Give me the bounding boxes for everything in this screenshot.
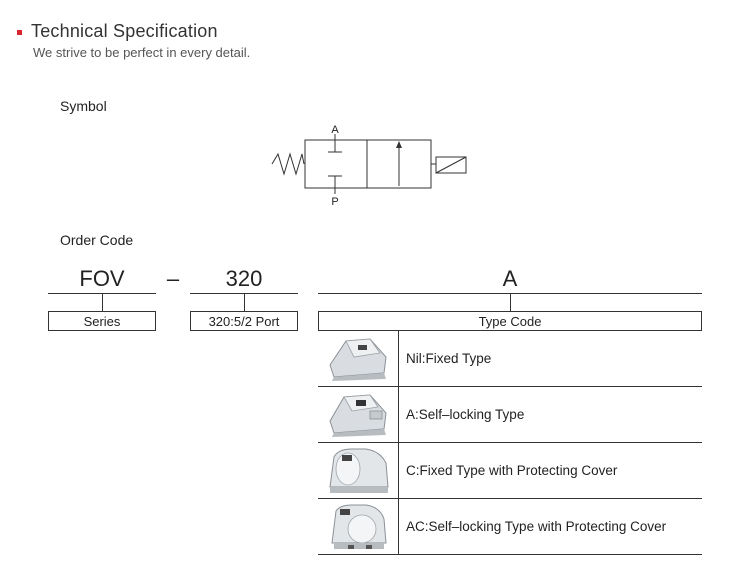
- symbol-label: Symbol: [60, 98, 107, 114]
- port-box: 320:5/2 Port: [190, 311, 298, 331]
- type-label-cover-fixed: C:Fixed Type with Protecting Cover: [406, 463, 618, 478]
- page-title: Technical Specification: [31, 21, 218, 41]
- series-connector: [102, 293, 103, 311]
- order-code-label: Order Code: [60, 232, 134, 248]
- solenoid-symbol: [435, 156, 467, 174]
- port-connector: [244, 293, 245, 311]
- type-label-self-locking: A:Self–locking Type: [406, 407, 525, 422]
- type-row-separator: [318, 498, 702, 499]
- valve-left-position: [304, 139, 368, 189]
- series-box: Series: [48, 311, 156, 331]
- type-box: Type Code: [318, 311, 702, 331]
- type-connector: [510, 293, 511, 311]
- type-code: A: [502, 266, 518, 291]
- type-label-cover-self-locking: AC:Self–locking Type with Protecting Cov…: [406, 519, 667, 534]
- type-label-fixed: Nil:Fixed Type: [406, 351, 492, 366]
- series-code: FOV: [79, 266, 125, 291]
- pedal-self-locking-icon: [326, 391, 392, 439]
- pedal-cover-fixed-icon: [326, 447, 392, 495]
- valve-symbol-diagram: A P: [271, 124, 467, 208]
- port-a-label: A: [331, 124, 339, 136]
- port-code: 320: [225, 266, 263, 291]
- port-p-label: P: [331, 196, 338, 208]
- page-subtitle: We strive to be perfect in every detail.: [33, 45, 251, 60]
- type-row-separator: [318, 442, 702, 443]
- pedal-cover-self-locking-icon: [326, 503, 392, 551]
- spring-symbol: [271, 152, 305, 176]
- pedal-fixed-icon: [326, 335, 392, 383]
- type-row-separator: [318, 554, 702, 555]
- code-dash: –: [166, 266, 180, 291]
- type-table-divider: [398, 331, 399, 555]
- type-row-separator: [318, 386, 702, 387]
- header-bullet: [17, 30, 22, 35]
